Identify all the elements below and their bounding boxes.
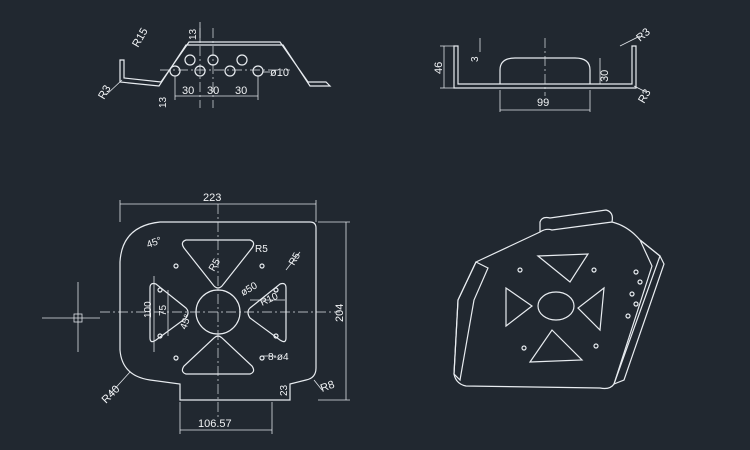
- dim-bottom-width: 106.57: [198, 418, 232, 430]
- dim-flange-23: 23: [279, 384, 290, 396]
- dim-pitch-1: 30: [182, 85, 194, 97]
- plan-right-window: [247, 282, 287, 343]
- side-view-outline: [453, 45, 637, 89]
- dim-holes: 8-ø4: [268, 352, 289, 363]
- front-hole-2: [184, 54, 196, 66]
- front-view-outline: [119, 41, 332, 87]
- iso-hole: [517, 267, 523, 273]
- dim-width: 99: [537, 97, 549, 109]
- dim-side-radius: R15: [130, 26, 150, 49]
- dim-leader: [109, 371, 131, 395]
- iso-center-hole: [537, 291, 575, 321]
- dim-slot-r10: R10: [259, 291, 281, 309]
- iso-side-hole: [629, 291, 635, 297]
- dim-leader: [285, 251, 301, 271]
- dim-thickness: 3: [470, 56, 481, 62]
- iso-top-window: [536, 253, 590, 283]
- dim-overall-width: 223: [203, 192, 221, 204]
- front-view: 13 R15 R3 13 30 30 30 ø10: [96, 22, 332, 108]
- plan-hole: [273, 287, 279, 293]
- iso-base-plate: [453, 221, 661, 390]
- iso-side-hole: [625, 313, 631, 319]
- front-hole-5: [224, 65, 236, 77]
- dim-leader: [105, 79, 123, 96]
- iso-left-flange: [453, 261, 489, 382]
- plan-hole: [259, 355, 265, 361]
- dim-r5b: R5: [207, 257, 223, 274]
- plan-hole: [173, 263, 179, 269]
- plan-left-window: [149, 282, 189, 343]
- plan-center-hole: [195, 289, 241, 335]
- dim-height-75: 75: [158, 304, 169, 316]
- front-hole-6: [236, 54, 248, 66]
- iso-left-window: [505, 286, 534, 328]
- plan-hole: [273, 333, 279, 339]
- iso-side-hole: [633, 301, 639, 307]
- dim-top-offset: 13: [188, 28, 199, 40]
- dim-height-100: 100: [143, 301, 154, 318]
- dim-angle-top: 45°: [145, 235, 163, 251]
- dim-r5: R5: [255, 244, 268, 255]
- dim-radius-top: R3: [634, 26, 652, 44]
- front-hole-1: [169, 65, 181, 77]
- iso-hole: [521, 345, 527, 351]
- plan-top-window: [181, 239, 255, 289]
- dim-height: 46: [433, 62, 445, 74]
- side-view: 46 3 30 R3 R3 99: [433, 26, 654, 112]
- plan-hole: [157, 287, 163, 293]
- dim-inner-height: 30: [599, 70, 611, 82]
- front-hole-4: [207, 54, 219, 66]
- dim-hole-dia: ø10: [270, 67, 289, 79]
- iso-hole: [593, 343, 599, 349]
- front-hole-3: [194, 65, 206, 77]
- dim-center-hole: ø50: [239, 280, 260, 298]
- plan-view: 223 204 45° R5 R5 R5 ø50 R10 100 75 45° …: [42, 192, 350, 434]
- dim-leader: [313, 379, 323, 391]
- plan-hole: [173, 355, 179, 361]
- iso-right-flange: [613, 239, 665, 386]
- dim-corner-r8: R8: [319, 379, 336, 395]
- dim-overall-height: 204: [334, 304, 346, 322]
- plan-hole: [157, 333, 163, 339]
- iso-side-hole: [637, 279, 643, 285]
- marker-box: [73, 313, 83, 323]
- dim-radius-bottom: R3: [636, 87, 653, 105]
- iso-side-hole: [633, 269, 639, 275]
- dim-pitch-2: 30: [207, 85, 219, 97]
- front-hole-7: [252, 65, 264, 77]
- iso-view: [453, 209, 665, 390]
- dim-angle-mid: 45°: [178, 313, 194, 331]
- iso-right-window: [577, 286, 605, 332]
- iso-top-flange: [539, 209, 613, 232]
- plan-bottom-window: [181, 335, 255, 375]
- plan-hole: [259, 263, 265, 269]
- dim-bottom-offset: 13: [158, 96, 169, 108]
- iso-bottom-window: [528, 329, 584, 363]
- plan-outline: [119, 221, 317, 401]
- dim-pitch-3: 30: [235, 85, 247, 97]
- iso-hole: [591, 267, 597, 273]
- dim-leader: [633, 85, 647, 93]
- dim-flange-radius: R3: [96, 83, 113, 101]
- dim-corner-r40: R40: [100, 383, 123, 406]
- dim-leader: [619, 35, 641, 47]
